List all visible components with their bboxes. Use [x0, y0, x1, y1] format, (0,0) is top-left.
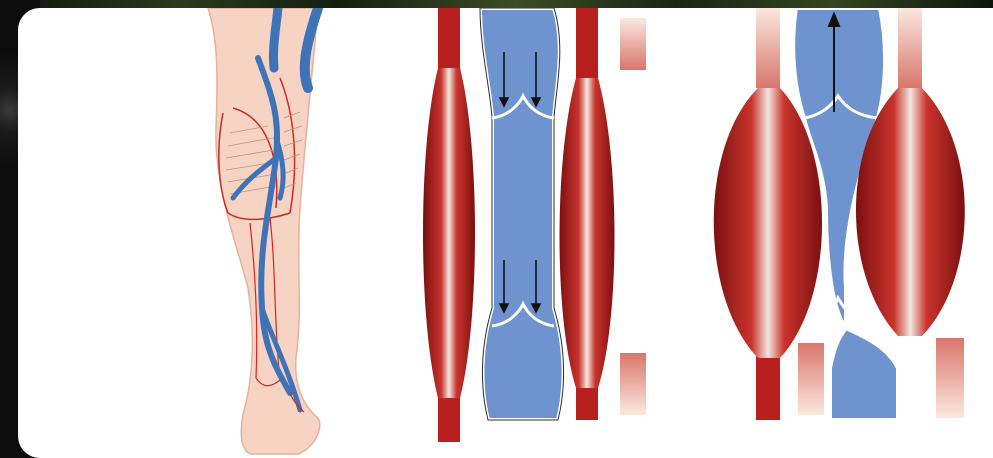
image-card	[18, 8, 993, 458]
leg-anatomy-panel	[208, 8, 320, 454]
left-muscle	[423, 68, 475, 398]
muscle-pump-illustration	[18, 8, 993, 458]
vein-channel	[480, 8, 564, 420]
relaxed-muscle-panel	[423, 8, 646, 442]
right-muscle	[560, 78, 615, 388]
contracted-muscle-panel	[714, 8, 965, 420]
